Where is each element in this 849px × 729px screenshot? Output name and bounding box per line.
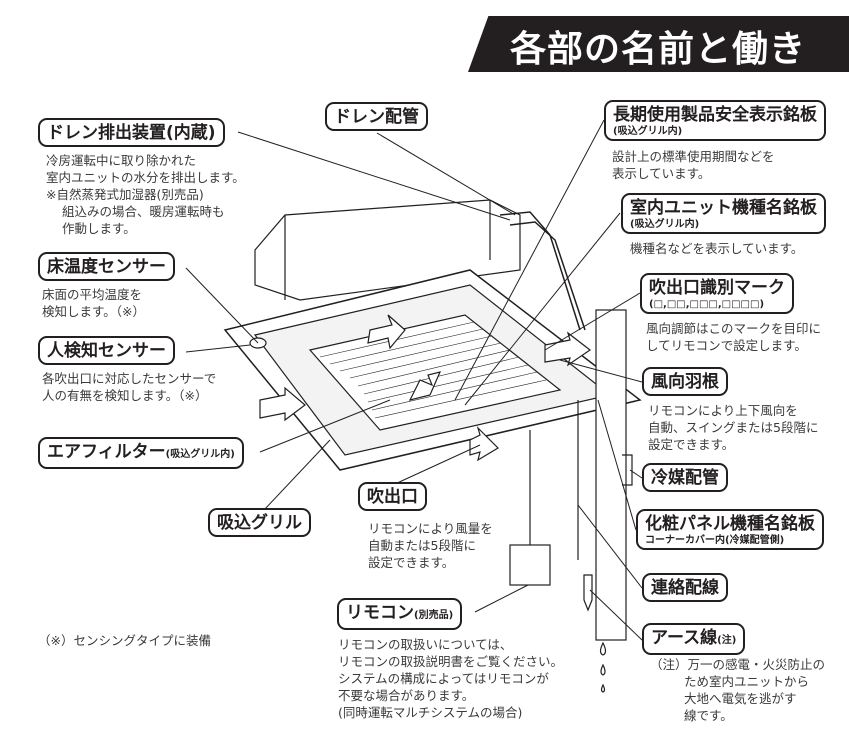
label-drain-device: ドレン排出装置(内蔵) <box>38 118 225 147</box>
desc-line: 組込みの場合、暖房運転時も <box>62 204 225 219</box>
desc-line: 床面の平均温度を <box>42 287 143 302</box>
intake-grille-shape <box>308 314 562 431</box>
desc-line: 線です。 <box>684 708 733 723</box>
label-outlet: 吹出口 <box>358 482 427 511</box>
desc-line: 検知します。（※） <box>42 304 145 319</box>
earth-wire-sub: (注) <box>717 635 737 646</box>
desc-remote: リモコンの取扱いについては、 リモコンの取扱説明書をご覧ください。 システムの構… <box>338 636 563 721</box>
safety-plate-sub: (吸込グリル内) <box>613 126 683 137</box>
outlet-mark-name: 吹出口識別マーク <box>649 278 785 298</box>
remote-controller-shape <box>509 544 551 586</box>
earth-wire-name: アース線 <box>651 628 718 648</box>
label-model-plate: 室内ユニット機種名銘板(吸込グリル内) <box>621 193 826 234</box>
desc-louver: リモコンにより上下風向を 自動、スイングまたは5段階に 設定できます。 <box>648 402 818 453</box>
label-air-filter: エアフィルター(吸込グリル内) <box>38 437 244 469</box>
air-filter-name: エアフィルター <box>47 442 166 462</box>
label-human-sensor: 人検知センサー <box>38 336 175 365</box>
model-plate-sub: (吸込グリル内) <box>630 219 700 230</box>
desc-line: 機種名などを表示しています。 <box>630 241 804 256</box>
water-drops <box>599 641 607 693</box>
desc-line: ため室内ユニットから <box>684 674 810 689</box>
desc-earth-wire: （注）万一の感電・火災防止の ため室内ユニットから 大地へ電気を逃がす 線です。 <box>650 656 825 724</box>
airflow-arrows <box>259 314 592 462</box>
desc-drain-device: 冷房運転中に取り除かれた 室内ユニットの水分を排出します。 ※自然蒸発式加湿器(… <box>46 152 245 237</box>
desc-floor-sensor: 床面の平均温度を 検知します。（※） <box>42 286 145 320</box>
desc-line: 風向調節はこのマークを目印に <box>646 321 822 336</box>
label-floor-sensor: 床温度センサー <box>38 252 175 281</box>
outlet-mark-sub: (□,□□,□□□,□□□□) <box>649 299 765 310</box>
panel-plate-sub: コーナーカバー内(冷媒配管側) <box>645 535 785 546</box>
desc-line: リモコンにより上下風向を <box>648 403 798 418</box>
desc-line: （注）万一の感電・火災防止の <box>650 657 826 672</box>
air-filter-sub: (吸込グリル内) <box>165 449 235 460</box>
desc-human-sensor: 各吹出口に対応したセンサーで 人の有無を検知します。（※） <box>42 370 216 404</box>
model-plate-name: 室内ユニット機種名銘板 <box>630 198 817 218</box>
label-intake-grille: 吸込グリル <box>208 508 311 537</box>
label-drain-pipe: ドレン配管 <box>325 102 428 131</box>
desc-model-plate: 機種名などを表示しています。 <box>630 240 803 257</box>
desc-line: 作動します。 <box>62 221 136 236</box>
page-title: 各部の名前と働き <box>510 29 807 70</box>
desc-outlet-mark: 風向調節はこのマークを目印に してリモコンで設定します。 <box>646 320 821 354</box>
pipes-and-wires <box>529 309 633 641</box>
label-louver: 風向羽根 <box>642 367 728 396</box>
desc-line: 自動または5段階に <box>368 538 476 553</box>
desc-line: 自動、スイングまたは5段階に <box>648 420 819 435</box>
sensing-type-note: （※）センシングタイプに装備 <box>38 633 211 648</box>
label-remote: リモコン(別売品) <box>337 598 463 630</box>
desc-line: 設定できます。 <box>368 555 455 570</box>
desc-line: 表示しています。 <box>612 166 711 181</box>
desc-line: リモコンの取扱いについては、 <box>338 637 513 652</box>
desc-line: 人の有無を検知します。（※） <box>42 388 208 403</box>
desc-line: ※自然蒸発式加湿器(別売品) <box>46 187 204 202</box>
label-panel-plate: 化粧パネル機種名銘板コーナーカバー内(冷媒配管側) <box>636 509 824 550</box>
leader-lines <box>185 119 643 641</box>
desc-line: 設定できます。 <box>648 437 735 452</box>
label-safety-plate: 長期使用製品安全表示銘板(吸込グリル内) <box>604 100 826 141</box>
desc-line: 設計上の標準使用期間などを <box>612 149 775 164</box>
desc-line: 不要な場合があります。 <box>338 688 475 703</box>
desc-line: (同時運転マルチシステムの場合) <box>338 705 523 720</box>
remote-name: リモコン <box>346 603 414 623</box>
desc-line: 大地へ電気を逃がす <box>684 691 797 706</box>
remote-sub: (別売品) <box>414 610 454 621</box>
desc-line: 室内ユニットの水分を排出します。 <box>46 170 245 185</box>
desc-outlet: リモコンにより風量を 自動または5段階に 設定できます。 <box>368 520 493 571</box>
label-earth-wire: アース線(注) <box>642 623 746 655</box>
safety-plate-name: 長期使用製品安全表示銘板 <box>613 105 817 125</box>
desc-line: してリモコンで設定します。 <box>646 338 807 353</box>
desc-line: リモコンにより風量を <box>368 521 493 536</box>
label-outlet-mark: 吹出口識別マーク(□,□□,□□□,□□□□) <box>640 273 794 314</box>
desc-safety-plate: 設計上の標準使用期間などを 表示しています。 <box>612 148 775 182</box>
label-refrigerant-pipe: 冷媒配管 <box>642 463 728 492</box>
desc-line: 各吹出口に対応したセンサーで <box>42 371 217 386</box>
desc-line: 冷房運転中に取り除かれた <box>46 153 197 168</box>
panel-plate-name: 化粧パネル機種名銘板 <box>645 514 815 534</box>
desc-line: システムの構成によってはリモコンが <box>338 671 549 686</box>
desc-line: リモコンの取扱説明書をご覧ください。 <box>338 654 564 669</box>
label-connection-wire: 連絡配線 <box>642 573 728 602</box>
